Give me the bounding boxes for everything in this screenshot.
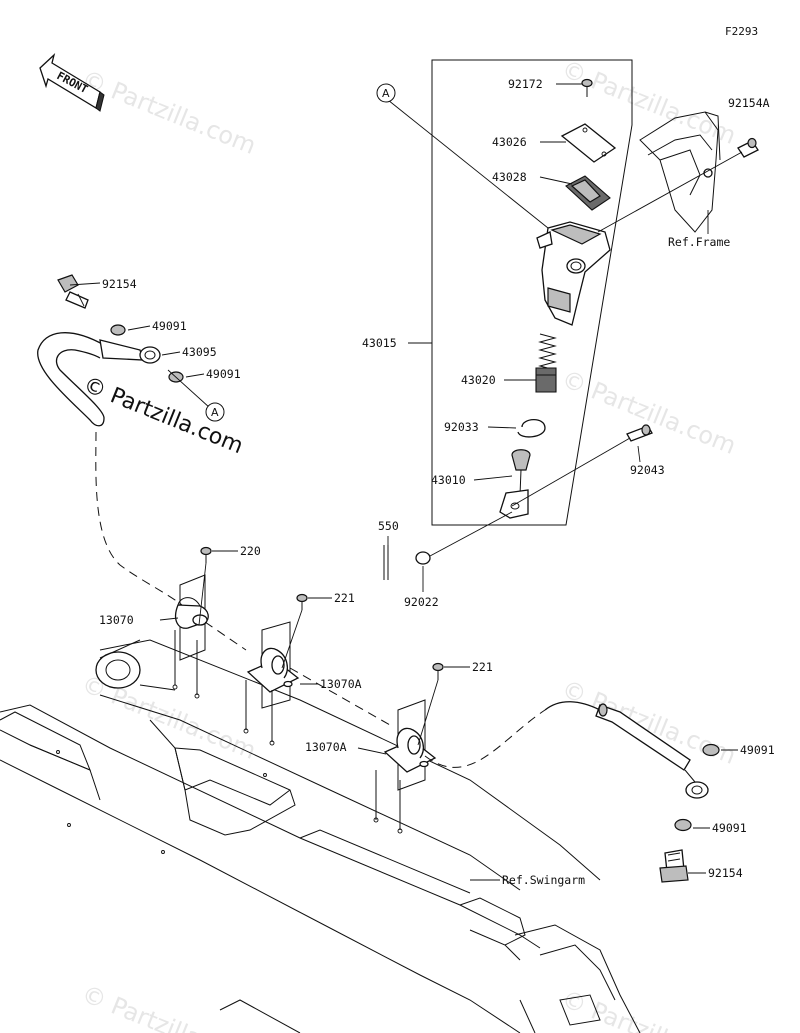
- frame-reference-drawing: [639, 111, 721, 234]
- label-550: 550: [378, 519, 399, 533]
- screw-221-a: [281, 593, 308, 669]
- label-49091-bottom-1: 49091: [740, 743, 775, 757]
- bolt-92154A: [737, 137, 759, 158]
- watermark-7: © Partzilla.com: [558, 985, 740, 1033]
- label-43028: 43028: [492, 170, 527, 184]
- label-ref-frame: Ref.Frame: [668, 235, 730, 249]
- washer-92022: [415, 551, 431, 565]
- washer-49091-top-1: [110, 324, 126, 336]
- label-92022: 92022: [404, 595, 439, 609]
- label-43020: 43020: [461, 373, 496, 387]
- washer-49091-bottom-1: [702, 743, 720, 757]
- label-13070: 13070: [99, 613, 134, 627]
- push-rod-43010: [499, 449, 531, 519]
- assembly-43015-bracket: [431, 59, 633, 526]
- label-221-b: 221: [472, 660, 493, 674]
- banjo-bolt-92154-bottom: [659, 849, 689, 883]
- brake-hose-43095: [37, 332, 709, 799]
- label-43026: 43026: [492, 135, 527, 149]
- callout-A-top: A: [376, 83, 396, 103]
- label-92033: 92033: [444, 420, 479, 434]
- hose-clamp-13070A-front: [245, 621, 300, 742]
- screw-221-b: [417, 662, 444, 746]
- callout-A-top-letter: A: [382, 87, 390, 100]
- hose-clamp-13070: [174, 574, 209, 695]
- washer-49091-bottom-2: [674, 818, 692, 832]
- callout-A-hose: A: [205, 402, 225, 422]
- label-92172: 92172: [508, 77, 543, 91]
- part-labels: 92172 43026 43028 92154A Ref.Frame 43015…: [99, 77, 775, 887]
- label-43095: 43095: [182, 345, 217, 359]
- screw-92172: [581, 78, 593, 97]
- label-92154-bottom: 92154: [708, 866, 743, 880]
- label-220: 220: [240, 544, 261, 558]
- master-cylinder-body-43015: [536, 221, 611, 326]
- label-43010: 43010: [431, 473, 466, 487]
- reservoir-cap-43026: [560, 123, 617, 163]
- hose-clamp-13070A-rear: [375, 699, 437, 830]
- faint-watermarks: © Partzilla.com © Partzilla.com © Partzi…: [78, 55, 740, 1033]
- label-49091-bottom-2: 49091: [712, 821, 747, 835]
- circlip-92033: [517, 418, 546, 438]
- diaphragm-43028: [565, 175, 611, 211]
- label-13070A-b: 13070A: [305, 740, 347, 754]
- watermark-1: © Partzilla.com: [78, 65, 260, 160]
- leader-lines: [69, 83, 743, 881]
- label-92154A: 92154A: [728, 96, 770, 110]
- figure-id: F2293: [725, 25, 758, 38]
- callout-A-hose-letter: A: [211, 406, 219, 419]
- label-49091-top-1: 49091: [152, 319, 187, 333]
- label-13070A-a: 13070A: [320, 677, 362, 691]
- banjo-bolt-92154-top: [57, 274, 89, 309]
- watermark-6: © Partzilla.com: [78, 980, 260, 1033]
- cotter-pin-550: [383, 545, 389, 580]
- pin-92043: [626, 424, 653, 442]
- label-92154-top: 92154: [102, 277, 137, 291]
- swingarm-reference-drawing: [0, 639, 641, 1033]
- label-49091-top-2: 49091: [206, 367, 241, 381]
- label-221-a: 221: [334, 591, 355, 605]
- piston-spring-43020: [535, 333, 557, 393]
- screw-220: [198, 546, 212, 626]
- label-43015: 43015: [362, 336, 397, 350]
- label-92043: 92043: [630, 463, 665, 477]
- label-ref-swingarm: Ref.Swingarm: [502, 873, 585, 887]
